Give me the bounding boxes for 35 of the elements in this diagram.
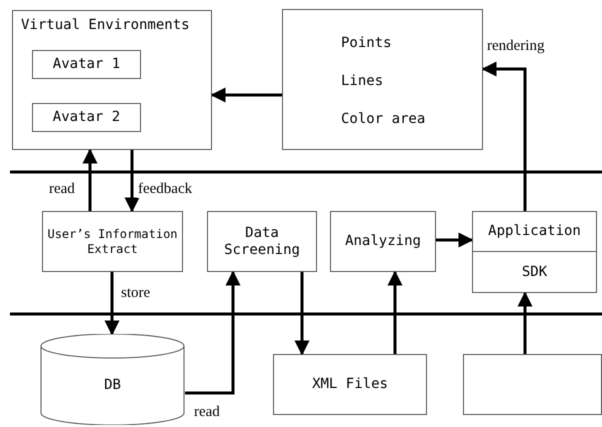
process-box — [330, 211, 436, 272]
box-text: Color area — [341, 111, 426, 128]
arrow — [436, 232, 474, 248]
arrow — [294, 272, 310, 356]
arrow — [82, 148, 98, 211]
process-box — [273, 354, 427, 415]
process-box — [282, 9, 483, 150]
arrow — [124, 150, 140, 212]
process-box — [12, 10, 212, 150]
box-heading: Virtual Environments — [21, 17, 190, 34]
box-text: Avatar 2 — [52, 109, 120, 126]
box-text: Avatar 1 — [52, 56, 120, 73]
process-box — [472, 211, 597, 252]
edge-label: rendering — [486, 38, 546, 54]
process-box — [207, 211, 317, 272]
box-text: SDK — [522, 264, 548, 280]
process-box — [32, 50, 141, 79]
process-box — [42, 211, 183, 272]
arrow — [185, 270, 240, 394]
box-text: DB — [104, 376, 121, 394]
arrow — [482, 62, 526, 211]
empty-box — [463, 354, 602, 415]
arrow — [210, 88, 282, 102]
arrow — [388, 270, 402, 354]
process-box — [32, 103, 141, 132]
box-text: XML Files — [312, 376, 388, 393]
arrow — [104, 272, 120, 336]
process-box — [472, 251, 597, 293]
box-text: Analyzing — [345, 233, 421, 250]
box-text: Points — [341, 34, 392, 52]
box-text: Lines — [341, 73, 384, 90]
box-text: Application — [488, 223, 581, 240]
box-text: Data Screening — [223, 224, 301, 258]
arrow — [518, 292, 532, 354]
box-text: User’s Information Extract — [46, 227, 179, 256]
